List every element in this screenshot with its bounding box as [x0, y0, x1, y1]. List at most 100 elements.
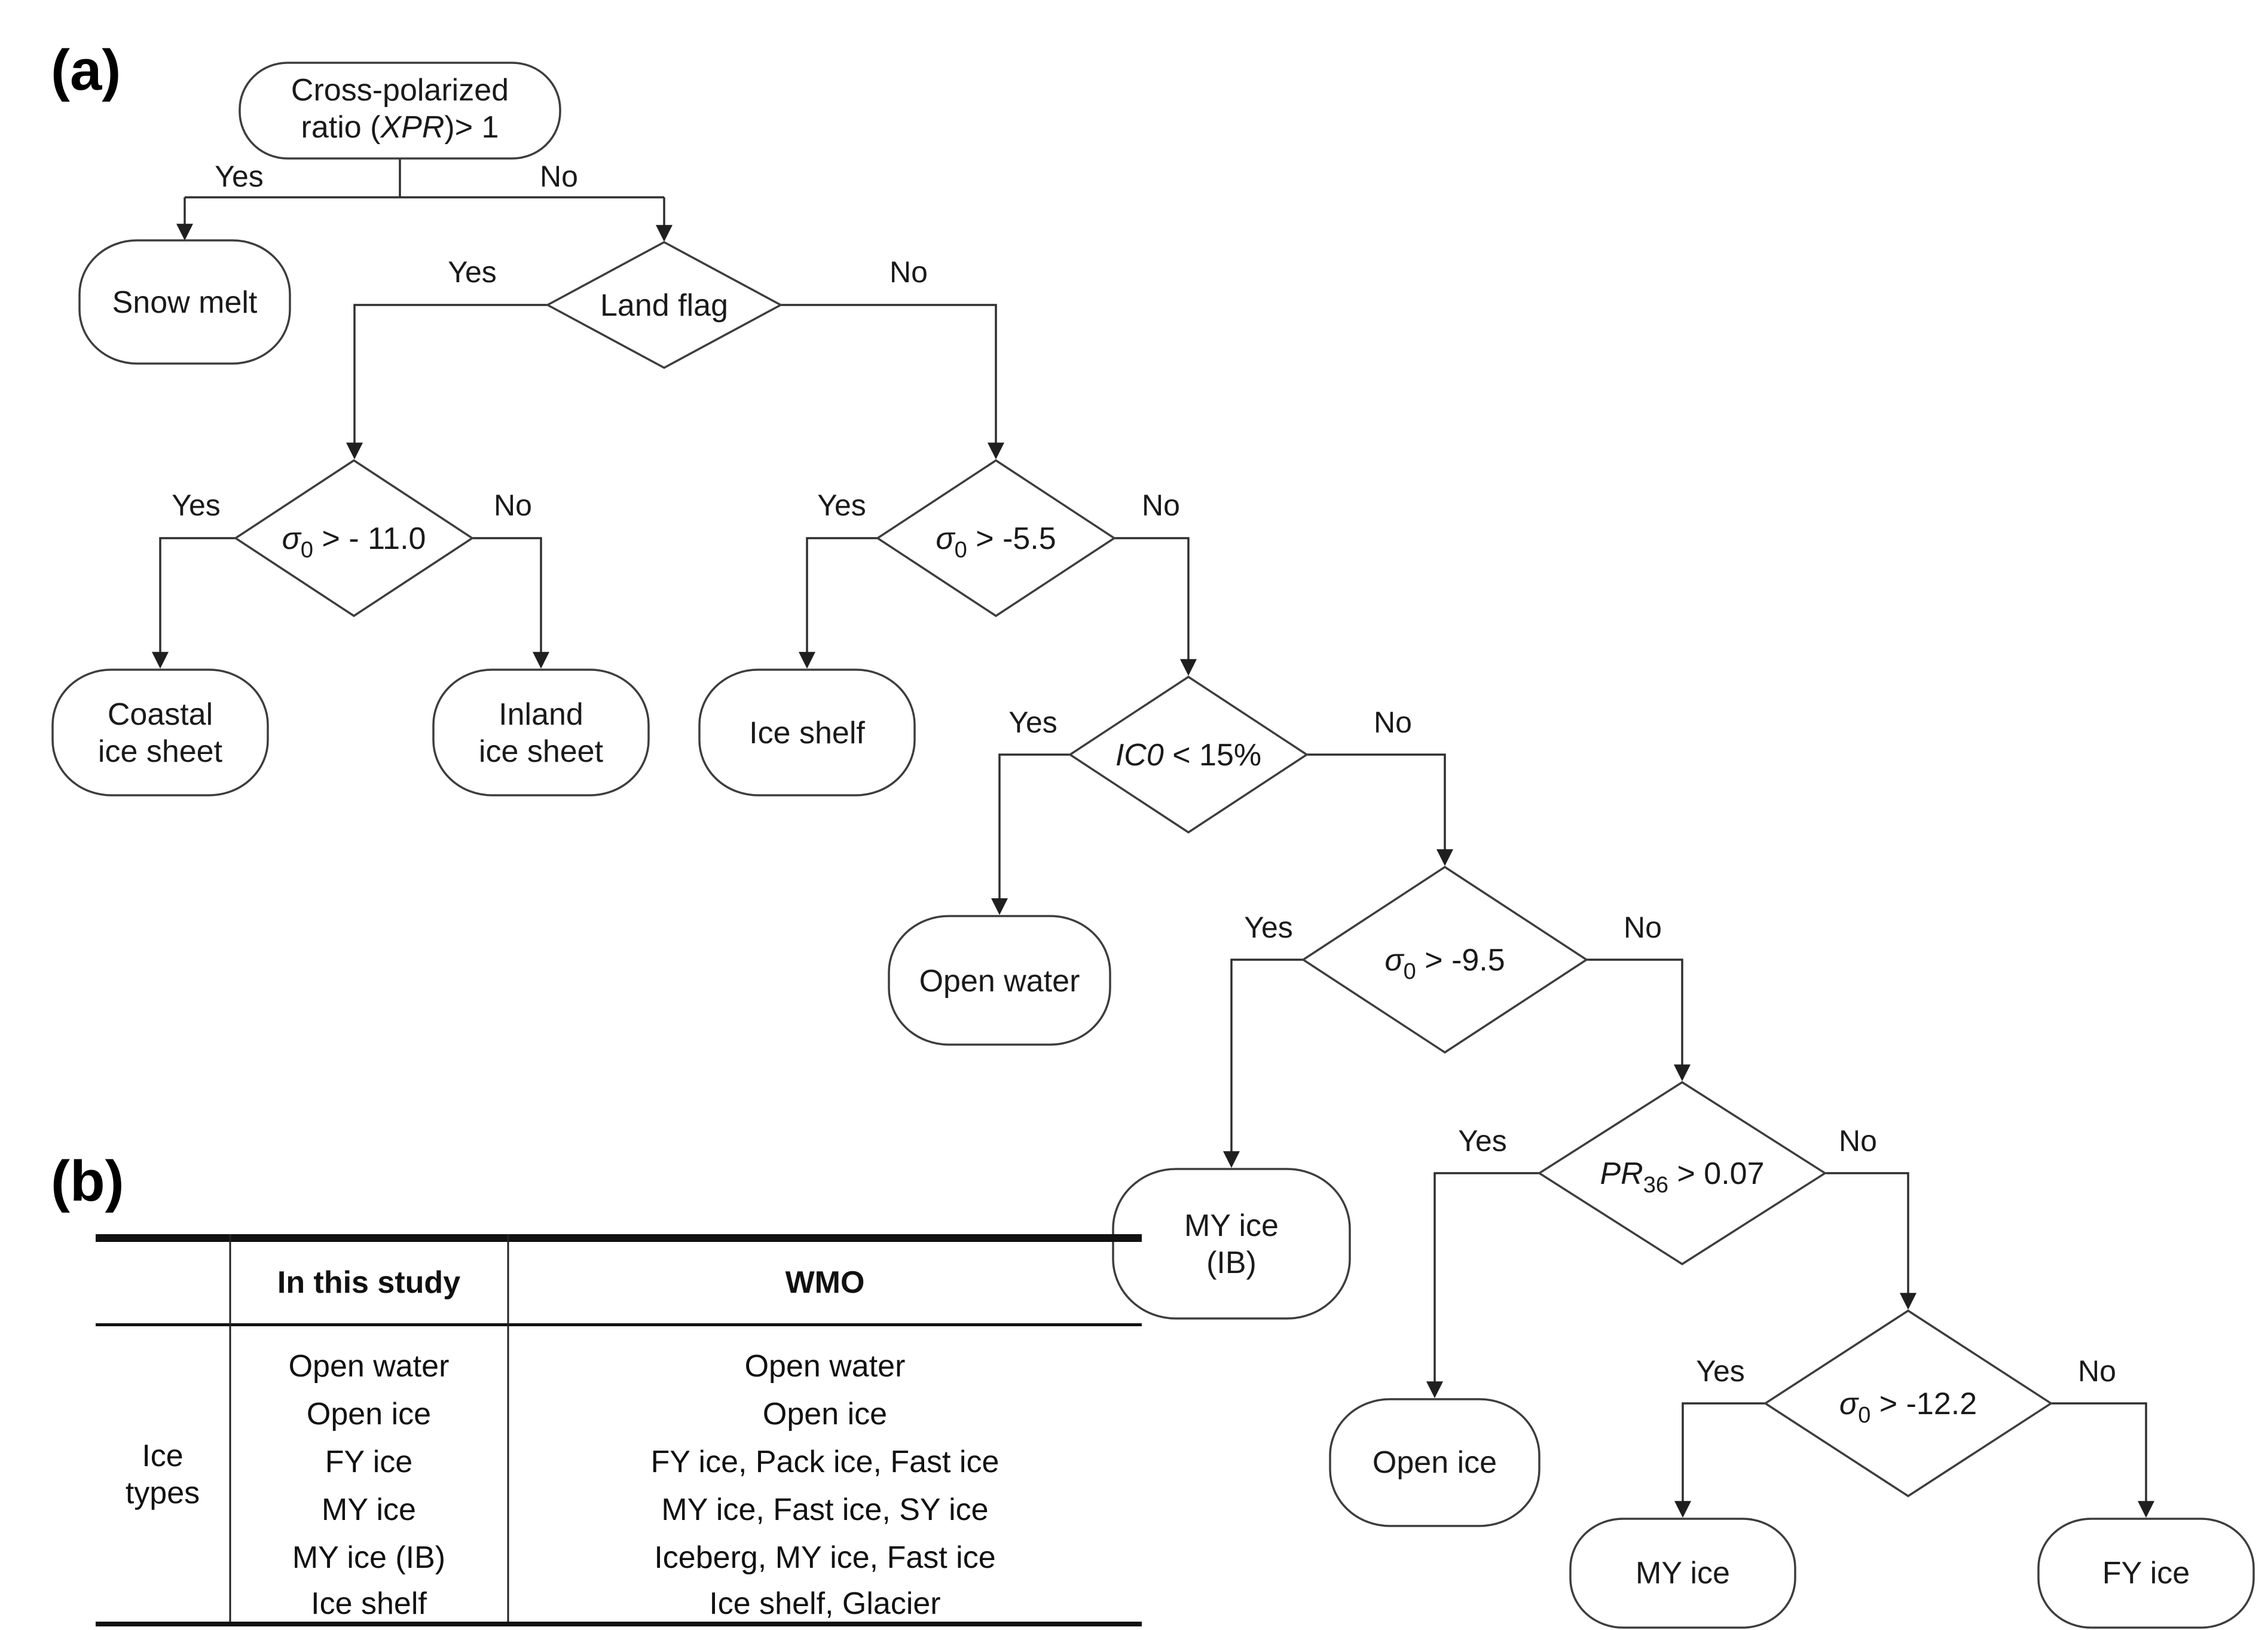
- table-row: FY ice FY ice, Pack ice, Fast ice: [325, 1445, 999, 1479]
- edge-pr36-no: [1825, 1172, 1917, 1310]
- decision-sigma0-gt-minus122-shape: [1763, 1309, 2053, 1498]
- table-rowgroup-line2: types: [126, 1476, 200, 1510]
- table-row: Open ice Open ice: [307, 1397, 887, 1431]
- flowchart-edges: [152, 158, 2154, 1518]
- terminal-open-water-shape: [888, 915, 1111, 1046]
- label-sigma95-no: No: [1624, 911, 1662, 944]
- decision-sigma0-gt-minus11-label: σ0 > - 11.0: [282, 521, 426, 563]
- terminal-open-ice-label: Open ice: [1373, 1445, 1497, 1480]
- label-sigma11-no: No: [494, 489, 532, 522]
- decision-pr36-gt-007-shape: [1537, 1080, 1827, 1266]
- edge-sigma122-no: [2051, 1402, 2154, 1518]
- edge-sigma55-yes: [799, 537, 878, 669]
- terminal-coastal-ice-sheet-line2: ice sheet: [98, 734, 223, 769]
- terminal-coastal-ice-sheet-shape: [51, 669, 269, 796]
- table-header-in-this-study: In this study: [277, 1265, 460, 1300]
- terminal-inland-ice-sheet-line1: Inland: [499, 697, 583, 732]
- terminal-my-ice-ib: MY ice (IB): [1112, 1168, 1351, 1320]
- table-cell-study-3: MY ice: [322, 1492, 416, 1527]
- terminal-snow-melt: Snow melt: [78, 239, 291, 365]
- terminal-ice-shelf: Ice shelf: [698, 669, 916, 796]
- table-cell-study-1: Open ice: [307, 1397, 431, 1431]
- label-landflag-no: No: [890, 255, 928, 289]
- decision-ic0-lt-15pct-shape: [1068, 675, 1309, 834]
- edge-sigma11-no: [472, 537, 549, 669]
- ice-types-table: In this study WMO Ice types Open water O…: [96, 1234, 1142, 1626]
- terminal-inland-ice-sheet-line2: ice sheet: [479, 734, 604, 769]
- terminal-ice-shelf-label: Ice shelf: [749, 716, 865, 750]
- terminal-my-ice-ib-shape: [1112, 1168, 1351, 1320]
- terminal-fy-ice-label: FY ice: [2102, 1556, 2190, 1591]
- decision-pr36-gt-007: PR36 > 0.07: [1537, 1080, 1827, 1266]
- edge-sigma122-yes: [1674, 1402, 1765, 1518]
- terminal-open-water: Open water: [888, 915, 1111, 1046]
- flowchart-edge-labels: Yes No Yes No Yes No Yes No Yes No Yes N…: [172, 160, 2116, 1388]
- start-node-cross-polarized-ratio: Cross-polarized ratio (XPR)> 1: [239, 62, 561, 160]
- label-landflag-yes: Yes: [448, 255, 497, 289]
- label-sigma122-yes: Yes: [1696, 1354, 1745, 1388]
- panel-b-label: (b): [51, 1149, 124, 1213]
- decision-sigma0-gt-minus95: σ0 > -9.5: [1301, 865, 1589, 1054]
- table-header-rule: [96, 1323, 1142, 1326]
- decision-sigma0-gt-minus11-shape: [233, 459, 475, 618]
- decision-sigma0-gt-minus95-shape: [1301, 865, 1589, 1054]
- table-row: Open water Open water: [289, 1349, 906, 1384]
- edge-landflag-no: [781, 304, 1004, 460]
- edge-ic0-yes: [991, 753, 1070, 915]
- table-cell-wmo-4: Iceberg, MY ice, Fast ice: [654, 1540, 995, 1575]
- terminal-ice-shelf-shape: [698, 669, 916, 796]
- terminal-open-ice-shape: [1329, 1398, 1540, 1527]
- table-row: MY ice MY ice, Fast ice, SY ice: [322, 1492, 989, 1527]
- edge-pr36-yes: [1426, 1172, 1539, 1399]
- label-pr36-yes: Yes: [1458, 1124, 1507, 1158]
- terminal-open-water-label: Open water: [919, 964, 1080, 999]
- label-ic0-yes: Yes: [1008, 706, 1057, 739]
- terminal-snow-melt-label: Snow melt: [112, 285, 258, 320]
- edge-sigma11-yes: [152, 537, 236, 669]
- decision-sigma0-gt-minus55-shape: [875, 459, 1117, 618]
- label-sigma55-yes: Yes: [817, 489, 866, 522]
- terminal-inland-ice-sheet-shape: [432, 669, 650, 796]
- label-sigma122-no: No: [2078, 1354, 2116, 1388]
- terminal-snow-melt-shape: [78, 239, 291, 365]
- terminal-coastal-ice-sheet-line1: Coastal: [108, 697, 213, 732]
- label-sigma55-no: No: [1142, 489, 1180, 522]
- decision-ic0-lt-15pct: IC0 < 15%: [1068, 675, 1309, 834]
- table-row: MY ice (IB) Iceberg, MY ice, Fast ice: [292, 1540, 996, 1575]
- table-cell-study-5: Ice shelf: [311, 1586, 427, 1621]
- edge-sigma95-yes: [1223, 959, 1303, 1168]
- start-node-label-line2: ratio (XPR)> 1: [301, 110, 499, 145]
- terminal-open-ice: Open ice: [1329, 1398, 1540, 1527]
- decision-sigma0-gt-minus11: σ0 > - 11.0: [233, 459, 475, 618]
- edge-landflag-yes: [346, 304, 548, 460]
- label-ic0-no: No: [1374, 706, 1412, 739]
- edge-sigma55-no: [1114, 537, 1197, 676]
- start-node-label-line1: Cross-polarized: [291, 73, 509, 108]
- table-bottom-rule: [96, 1622, 1142, 1626]
- terminal-my-ice-shape: [1569, 1518, 1796, 1629]
- terminal-my-ice-ib-line2: (IB): [1206, 1246, 1257, 1280]
- table-cell-wmo-5: Ice shelf, Glacier: [709, 1586, 940, 1621]
- edge-ic0-no: [1307, 753, 1453, 866]
- decision-sigma0-gt-minus55-label: σ0 > -5.5: [936, 521, 1056, 563]
- decision-sigma0-gt-minus122: σ0 > -12.2: [1763, 1309, 2053, 1498]
- table-top-rule: [96, 1234, 1142, 1242]
- flowchart-nodes: Cross-polarized ratio (XPR)> 1 Snow melt…: [51, 62, 2255, 1629]
- decision-land-flag: Land flag: [545, 241, 783, 369]
- terminal-inland-ice-sheet: Inland ice sheet: [432, 669, 650, 796]
- terminal-fy-ice: FY ice: [2037, 1518, 2255, 1629]
- table-cell-study-0: Open water: [289, 1349, 450, 1384]
- decision-ic0-lt-15pct-label: IC0 < 15%: [1115, 738, 1261, 773]
- table-header-wmo: WMO: [785, 1265, 865, 1300]
- terminal-my-ice: MY ice: [1569, 1518, 1796, 1629]
- terminal-fy-ice-shape: [2037, 1518, 2255, 1629]
- label-sigma95-yes: Yes: [1244, 911, 1293, 944]
- decision-sigma0-gt-minus122-label: σ0 > -12.2: [1839, 1387, 1977, 1428]
- table-cell-study-4: MY ice (IB): [292, 1540, 445, 1575]
- label-sigma11-yes: Yes: [172, 489, 221, 522]
- table-cell-study-2: FY ice: [325, 1445, 412, 1479]
- terminal-my-ice-label: MY ice: [1636, 1556, 1730, 1591]
- panel-a-label: (a): [51, 38, 121, 102]
